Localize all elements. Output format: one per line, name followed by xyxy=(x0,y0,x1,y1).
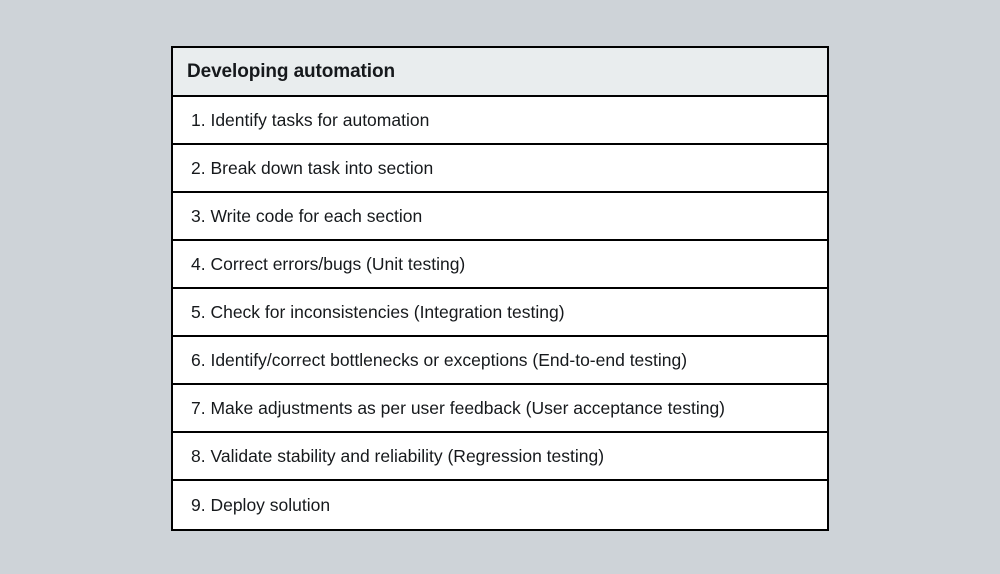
table-row: 7. Make adjustments as per user feedback… xyxy=(173,385,827,433)
table-row: 6. Identify/correct bottlenecks or excep… xyxy=(173,337,827,385)
table-row-label: 7. Make adjustments as per user feedback… xyxy=(191,397,726,418)
table-row: 8. Validate stability and reliability (R… xyxy=(173,433,827,481)
table-row-label: 9. Deploy solution xyxy=(191,494,331,515)
table-row-label: 3. Write code for each section xyxy=(191,205,423,226)
table-row-label: 8. Validate stability and reliability (R… xyxy=(191,445,605,466)
table-row: 3. Write code for each section xyxy=(173,193,827,241)
developing-automation-table: Developing automation 1. Identify tasks … xyxy=(171,46,829,531)
table-body: 1. Identify tasks for automation 2. Brea… xyxy=(173,97,827,529)
table-row: 1. Identify tasks for automation xyxy=(173,97,827,145)
table-row-label: 5. Check for inconsistencies (Integratio… xyxy=(191,301,565,322)
table-row: 5. Check for inconsistencies (Integratio… xyxy=(173,289,827,337)
table-row: 4. Correct errors/bugs (Unit testing) xyxy=(173,241,827,289)
table-row: 9. Deploy solution xyxy=(173,481,827,529)
table-row-label: 4. Correct errors/bugs (Unit testing) xyxy=(191,253,466,274)
table-header: Developing automation xyxy=(173,48,827,97)
table-header-title: Developing automation xyxy=(187,61,395,82)
table-row-label: 1. Identify tasks for automation xyxy=(191,109,430,130)
table-row-label: 6. Identify/correct bottlenecks or excep… xyxy=(191,349,688,370)
table-row: 2. Break down task into section xyxy=(173,145,827,193)
table-row-label: 2. Break down task into section xyxy=(191,157,434,178)
